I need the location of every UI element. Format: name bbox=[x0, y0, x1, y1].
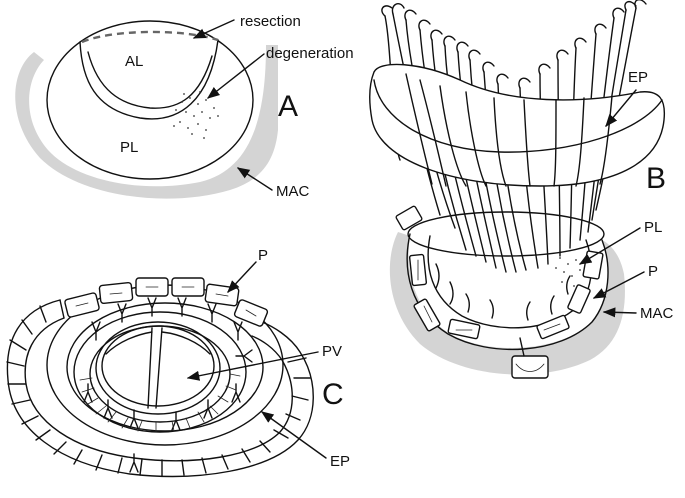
arrow-pv bbox=[186, 351, 319, 381]
arrow-pl-b bbox=[578, 227, 641, 265]
panel-c: P PV EP C bbox=[6, 247, 350, 478]
label-p-c: P bbox=[258, 247, 268, 264]
mac-calcification-a bbox=[15, 45, 278, 199]
label-resection: resection bbox=[240, 13, 301, 30]
label-mac-a: MAC bbox=[276, 183, 310, 200]
label-ep-b: EP bbox=[628, 69, 648, 86]
label-p-b: P bbox=[648, 263, 658, 280]
valve-leaflets bbox=[147, 327, 163, 409]
panel-label-b: B bbox=[646, 162, 666, 195]
arrow-ep-c bbox=[260, 411, 327, 459]
valve-annulus-a bbox=[46, 20, 254, 180]
panel-label-a: A bbox=[278, 90, 298, 123]
label-degeneration: degeneration bbox=[266, 45, 354, 62]
arrow-ep-b bbox=[605, 89, 637, 127]
arrow-resection bbox=[192, 19, 235, 39]
arrow-p-b bbox=[592, 271, 645, 299]
arrow-p-c bbox=[227, 261, 257, 293]
arrow-degeneration bbox=[207, 53, 265, 99]
panel-b: EP PL P MAC B bbox=[369, 0, 674, 379]
label-pl-b: PL bbox=[644, 219, 662, 236]
panel-a: AL PL resection degeneration MAC A bbox=[15, 13, 354, 200]
label-pv: PV bbox=[322, 343, 342, 360]
pericardial-patch-b bbox=[369, 63, 666, 187]
arrow-mac-a bbox=[236, 167, 273, 191]
label-mac-b: MAC bbox=[640, 305, 674, 322]
annulus-top-b bbox=[407, 211, 605, 257]
label-al: AL bbox=[125, 53, 143, 70]
sewing-ring-c bbox=[73, 311, 247, 433]
label-ep-c: EP bbox=[330, 453, 350, 470]
annulus-ring-b bbox=[406, 233, 609, 351]
anterior-leaflet-a bbox=[79, 39, 219, 120]
suture-needles-b bbox=[381, 0, 647, 89]
label-pl-a: PL bbox=[120, 139, 138, 156]
panel-label-c: C bbox=[322, 378, 344, 411]
prosthetic-valve-c bbox=[95, 321, 221, 415]
arrow-mac-b bbox=[602, 307, 637, 318]
